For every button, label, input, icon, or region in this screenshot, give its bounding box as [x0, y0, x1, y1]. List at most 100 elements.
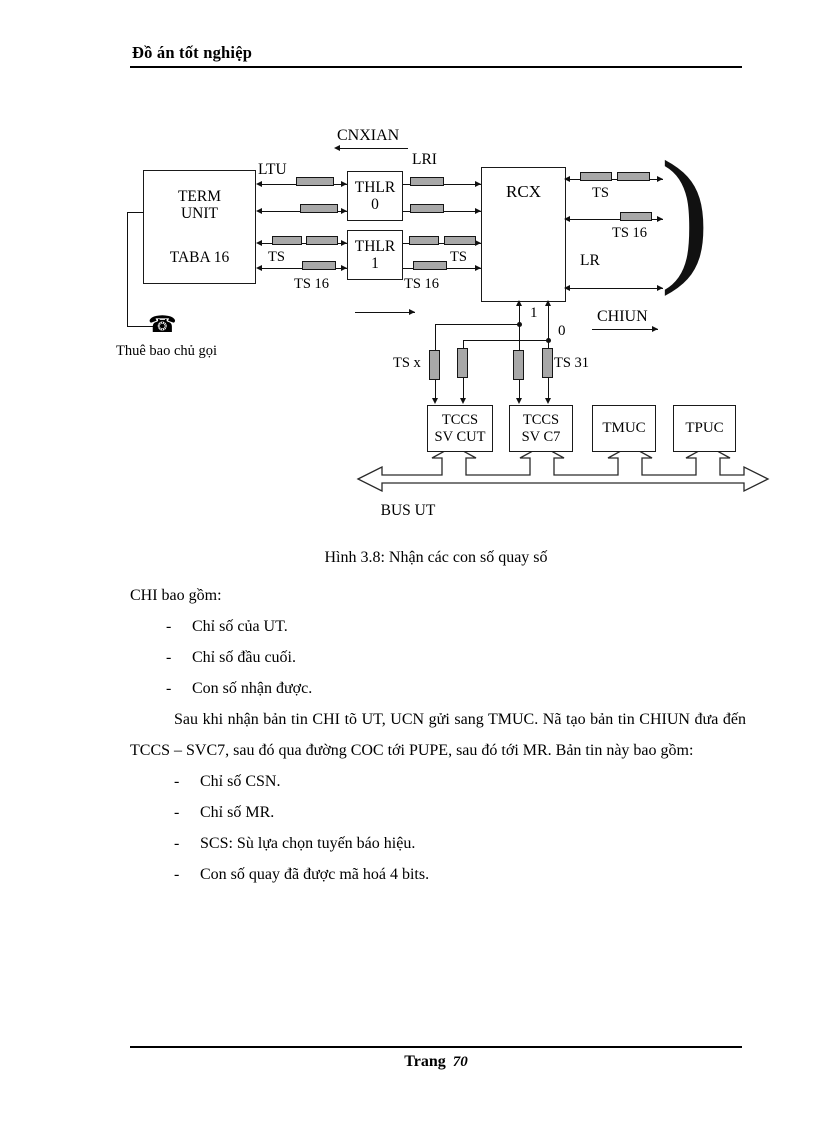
- timeslot-chip-4: [306, 236, 338, 245]
- rcx-bottom-stub-2: [548, 302, 549, 314]
- timeslot-chip-v3: [513, 350, 524, 380]
- box-tpuc: TPUC: [673, 405, 736, 452]
- thlr0-line1: THLR: [354, 178, 396, 196]
- telephone-icon: ☎: [148, 312, 177, 337]
- rcx-bottom-stub-1-arrow-icon: [515, 300, 522, 306]
- auxiliary-arrow-head-icon: [409, 308, 415, 315]
- branch-line-1-arrow-icon: [431, 398, 438, 404]
- timeslot-chip-9: [444, 236, 476, 245]
- link-termunit-thlr1-line1-arrow-left-icon: [256, 239, 262, 246]
- label-bit-one: 1: [530, 305, 538, 321]
- list-item: - Chỉ số của UT.: [130, 611, 746, 642]
- footer-label: Trang: [404, 1053, 446, 1070]
- link-termunit-thlr1-line2-arrow-right-icon: [341, 264, 347, 271]
- link-termunit-thlr0-line2-arrow-left-icon: [256, 207, 262, 214]
- bullet-list-2: - Chỉ số CSN. - Chỉ số MR. - SCS: Sù lựa…: [130, 766, 746, 890]
- link-termunit-thlr0-line1-arrow-left-icon: [256, 180, 262, 187]
- tccs-cut-line2: SV CUT: [434, 428, 486, 445]
- link-thlr0-rcx-line2-arrow-icon: [475, 207, 481, 214]
- label-ts-right: TS: [592, 185, 609, 201]
- timeslot-chip-1: [296, 177, 334, 186]
- timeslot-chip-12: [617, 172, 650, 181]
- thlr1-line2: 1: [371, 255, 379, 272]
- subscriber-wire-top: [127, 212, 144, 213]
- auxiliary-arrow-line: [355, 312, 415, 313]
- link-rcx-right-line2-arrow-left-icon: [564, 215, 570, 222]
- figure-caption: Hình 3.8: Nhận các con số quay số: [324, 549, 548, 566]
- link-thlr1-rcx-line2-arrow-icon: [475, 264, 481, 271]
- bullet-dash: -: [174, 773, 180, 790]
- link-rcx-right-line3-arrow-right-icon: [657, 284, 663, 291]
- branch-line-1-horizontal: [435, 324, 519, 325]
- tpuc-label: TPUC: [685, 420, 724, 437]
- box-thlr-0: THLR 0: [347, 171, 403, 221]
- box-rcx: RCX: [481, 167, 566, 302]
- timeslot-chip-3: [272, 236, 302, 245]
- page-header: Đồ án tốt nghiệp: [130, 43, 742, 68]
- tccs-c7-line1: TCCS: [522, 412, 560, 429]
- label-ts-31: TS 31: [554, 355, 590, 371]
- branch-line-4-arrow-icon: [544, 398, 551, 404]
- label-ts-x: TS x: [393, 355, 421, 371]
- rcx-bottom-stub-1: [519, 302, 520, 314]
- box-tccs-sv-c7: TCCS SV C7: [509, 405, 573, 452]
- box-term-unit: TERM UNIT TABA 16: [143, 170, 256, 284]
- link-rcx-right-line3-arrow-left-icon: [564, 284, 570, 291]
- timeslot-chip-5: [302, 261, 336, 270]
- figure-diagram: CNXIAN TERM UNIT TABA 16 ☎ Thuê bao chủ …: [0, 0, 816, 540]
- link-termunit-thlr1-line1-arrow-right-icon: [341, 239, 347, 246]
- link-termunit-thlr1-line2-arrow-left-icon: [256, 264, 262, 271]
- body-content: CHI bao gồm: - Chỉ số của UT. - Chỉ số đ…: [130, 580, 746, 890]
- timeslot-chip-8: [409, 236, 439, 245]
- subscriber-wire-vertical: [127, 212, 128, 326]
- bullet-dash: -: [166, 618, 172, 635]
- link-rcx-right-line1: [566, 179, 663, 180]
- list-item-label: Con số quay đã được mã hoá 4 bits.: [200, 866, 430, 883]
- cnxian-arrow-head-icon: [334, 144, 340, 151]
- bullet-dash: -: [166, 680, 172, 697]
- branch-line-2-arrow-icon: [459, 398, 466, 404]
- chiun-arrow-line: [592, 329, 658, 330]
- tmuc-label: TMUC: [602, 420, 646, 437]
- link-rcx-right-line2-arrow-right-icon: [657, 215, 663, 222]
- list-item-label: Chỉ số đầu cuối.: [192, 649, 296, 666]
- tccs-c7-line2: SV C7: [521, 428, 561, 445]
- box-thlr-1: THLR 1: [347, 230, 403, 280]
- link-rcx-right-line3: [566, 288, 663, 289]
- timeslot-chip-2: [300, 204, 338, 213]
- list-item-label: Chỉ số MR.: [200, 804, 275, 821]
- list-item: - Con số quay đã được mã hoá 4 bits.: [130, 859, 746, 890]
- branch-line-3-arrow-icon: [515, 398, 522, 404]
- tccs-cut-line1: TCCS: [441, 412, 479, 429]
- bullet-dash: -: [174, 835, 180, 852]
- group-bracket: ): [660, 131, 710, 297]
- list-item: - Con số nhận được.: [130, 673, 746, 704]
- label-ts-mid: TS: [450, 249, 467, 265]
- link-thlr1-rcx-line1: [403, 243, 481, 244]
- list-item-label: Chỉ số CSN.: [200, 773, 281, 790]
- link-thlr1-rcx-line1-arrow-icon: [475, 239, 481, 246]
- signal-label-ltu: LTU: [258, 161, 287, 178]
- list-item: - Chỉ số MR.: [130, 797, 746, 828]
- list-item: - SCS: Sù lựa chọn tuyến báo hiệu.: [130, 828, 746, 859]
- timeslot-chip-v2: [457, 348, 468, 378]
- list-item: - Chỉ số đầu cuối.: [130, 642, 746, 673]
- signal-label-lri: LRI: [412, 151, 437, 168]
- chiun-arrow-head-icon: [652, 325, 658, 332]
- signal-label-lr: LR: [580, 252, 600, 269]
- bullet-dash: -: [174, 804, 180, 821]
- label-bus-ut: BUS UT: [380, 502, 436, 519]
- link-thlr0-rcx-line1-arrow-icon: [475, 180, 481, 187]
- bullet-dash: -: [166, 649, 172, 666]
- bullet-list-1: - Chỉ số của UT. - Chỉ số đầu cuối. - Co…: [130, 611, 746, 704]
- subscriber-label: Thuê bao chủ gọi: [116, 343, 218, 359]
- header-title: Đồ án tốt nghiệp: [132, 43, 253, 62]
- link-termunit-thlr0-line1-arrow-right-icon: [341, 180, 347, 187]
- link-rcx-right-line1-arrow-left-icon: [564, 175, 570, 182]
- list-item: - Chỉ số CSN.: [130, 766, 746, 797]
- timeslot-chip-v4: [542, 348, 553, 378]
- rcx-label: RCX: [506, 182, 541, 201]
- footer-divider: [130, 1046, 742, 1048]
